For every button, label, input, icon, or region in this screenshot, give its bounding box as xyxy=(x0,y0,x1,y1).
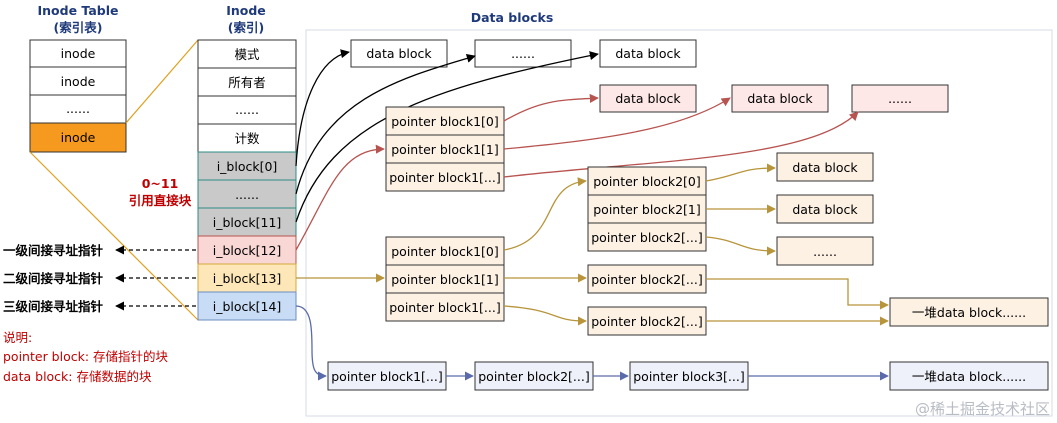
pointer-block-label: pointer block2[...] xyxy=(478,369,589,384)
double-indirect-label: 二级间接寻址指针 xyxy=(3,271,104,286)
data-block-label: 一堆data block...... xyxy=(912,305,1026,320)
inode-field-label: ...... xyxy=(235,102,259,117)
inode-field xyxy=(197,123,297,153)
data-block-label: data block xyxy=(366,46,432,61)
pointer-block xyxy=(587,306,707,336)
data-block-label: data block xyxy=(615,46,681,61)
inode-table-subtitle: (索引表) xyxy=(54,20,103,35)
pointer-block-label: pointer block2[0] xyxy=(593,174,701,189)
i-block-label: i_block[0] xyxy=(217,159,278,174)
data-blocks-title: Data blocks xyxy=(471,10,554,25)
pointer-block-label: pointer block1[1] xyxy=(391,142,499,157)
inode: 模式 所有者 ...... 计数 i_block[0] ...... i_blo… xyxy=(197,39,297,321)
data-block-label: data block xyxy=(615,91,681,106)
data-block-label: data block xyxy=(792,160,858,175)
watermark: @稀土掘金技术社区 xyxy=(915,400,1050,418)
single-indirect-label: 一级间接寻址指针 xyxy=(3,243,104,258)
i-block-label: ...... xyxy=(235,187,259,202)
data-block-label: 一堆data block...... xyxy=(912,369,1026,384)
i-block-label: i_block[11] xyxy=(213,215,282,230)
data-block-label: ...... xyxy=(888,91,912,106)
direct-data-block xyxy=(474,39,572,68)
inode-field xyxy=(197,67,297,97)
i-block-label: i_block[14] xyxy=(213,299,282,314)
inode-field xyxy=(197,39,297,69)
data-block-heap xyxy=(889,297,1049,327)
pointer-block-label: pointer block2[...] xyxy=(591,314,702,329)
i-block-label: i_block[13] xyxy=(213,271,282,286)
pointer-block-label: pointer block1[...] xyxy=(331,369,442,384)
i-block-double xyxy=(197,263,297,293)
pointer-block-label: pointer block1[1] xyxy=(391,272,499,287)
legend-title: 说明: xyxy=(3,330,32,345)
data-block-label: data block xyxy=(792,202,858,217)
i-block-direct xyxy=(197,179,297,209)
inode-table-row-label: inode xyxy=(61,74,96,89)
pointer-block-label: pointer block2[...] xyxy=(591,272,702,287)
pointer-block xyxy=(629,361,749,391)
pointer-block-label: pointer block1[0] xyxy=(391,244,499,259)
direct-data-block xyxy=(350,39,448,68)
pointer-block xyxy=(385,264,505,294)
pointer-block xyxy=(385,292,505,322)
data-block xyxy=(776,236,874,266)
pointer-block xyxy=(385,236,505,266)
direct-note-text: 引用直接块 xyxy=(129,193,192,208)
data-block xyxy=(776,194,874,224)
pointer-block-label: pointer block2[1] xyxy=(593,202,701,217)
pointer-block xyxy=(587,166,707,196)
inode-table-row-label: inode xyxy=(61,130,96,145)
data-block-label: ...... xyxy=(511,46,535,61)
inode-table: inode inode ...... inode xyxy=(29,39,127,153)
pointer-block-label: pointer block1[...] xyxy=(389,300,500,315)
data-block xyxy=(731,84,829,113)
inode-field-label: 所有者 xyxy=(228,75,266,90)
data-block xyxy=(599,84,697,113)
data-block-label: ...... xyxy=(813,244,837,259)
direct-note-range: 0~11 xyxy=(142,176,179,191)
data-block xyxy=(851,84,949,113)
inode-subtitle: (索引) xyxy=(228,20,264,35)
inode-table-row xyxy=(29,39,127,68)
pointer-block-label: pointer block3[...] xyxy=(633,369,744,384)
i-block-label: i_block[12] xyxy=(213,243,282,258)
inode-table-title: Inode Table xyxy=(38,3,119,18)
inode-title: Inode xyxy=(226,3,266,18)
i-block-single xyxy=(197,235,297,265)
i-block-triple xyxy=(197,291,297,321)
pointer-block xyxy=(587,264,707,294)
pointer-block xyxy=(474,361,594,391)
data-block-heap xyxy=(889,361,1049,391)
legend-pointer-block: pointer block: 存储指针的块 xyxy=(3,349,169,364)
data-block xyxy=(776,152,874,182)
triple-indirect-label: 三级间接寻址指针 xyxy=(3,299,104,314)
inode-table-row-label: ...... xyxy=(66,101,90,116)
double-indirect-group: pointer block1[0] pointer block1[1] poin… xyxy=(385,152,1049,336)
triple-indirect-chain: pointer block1[...] pointer block2[...] … xyxy=(327,361,1049,391)
inode-table-row xyxy=(29,94,127,124)
inode-field-label: 计数 xyxy=(234,131,260,146)
inode-field-label: 模式 xyxy=(234,47,260,62)
inode-table-row-label: inode xyxy=(61,46,96,61)
inode-field xyxy=(197,95,297,125)
pointer-block-label: pointer block2[...] xyxy=(591,230,702,245)
direct-data-block xyxy=(599,39,697,68)
legend-data-block: data block: 存储数据的块 xyxy=(3,369,152,384)
pointer-block-label: pointer block1[...] xyxy=(389,170,500,185)
inode-table-row-selected xyxy=(29,122,127,153)
pointer-block-label: pointer block1[0] xyxy=(391,114,499,129)
data-block-label: data block xyxy=(747,91,813,106)
pointer-block xyxy=(385,134,505,164)
i-block-direct xyxy=(197,151,297,181)
